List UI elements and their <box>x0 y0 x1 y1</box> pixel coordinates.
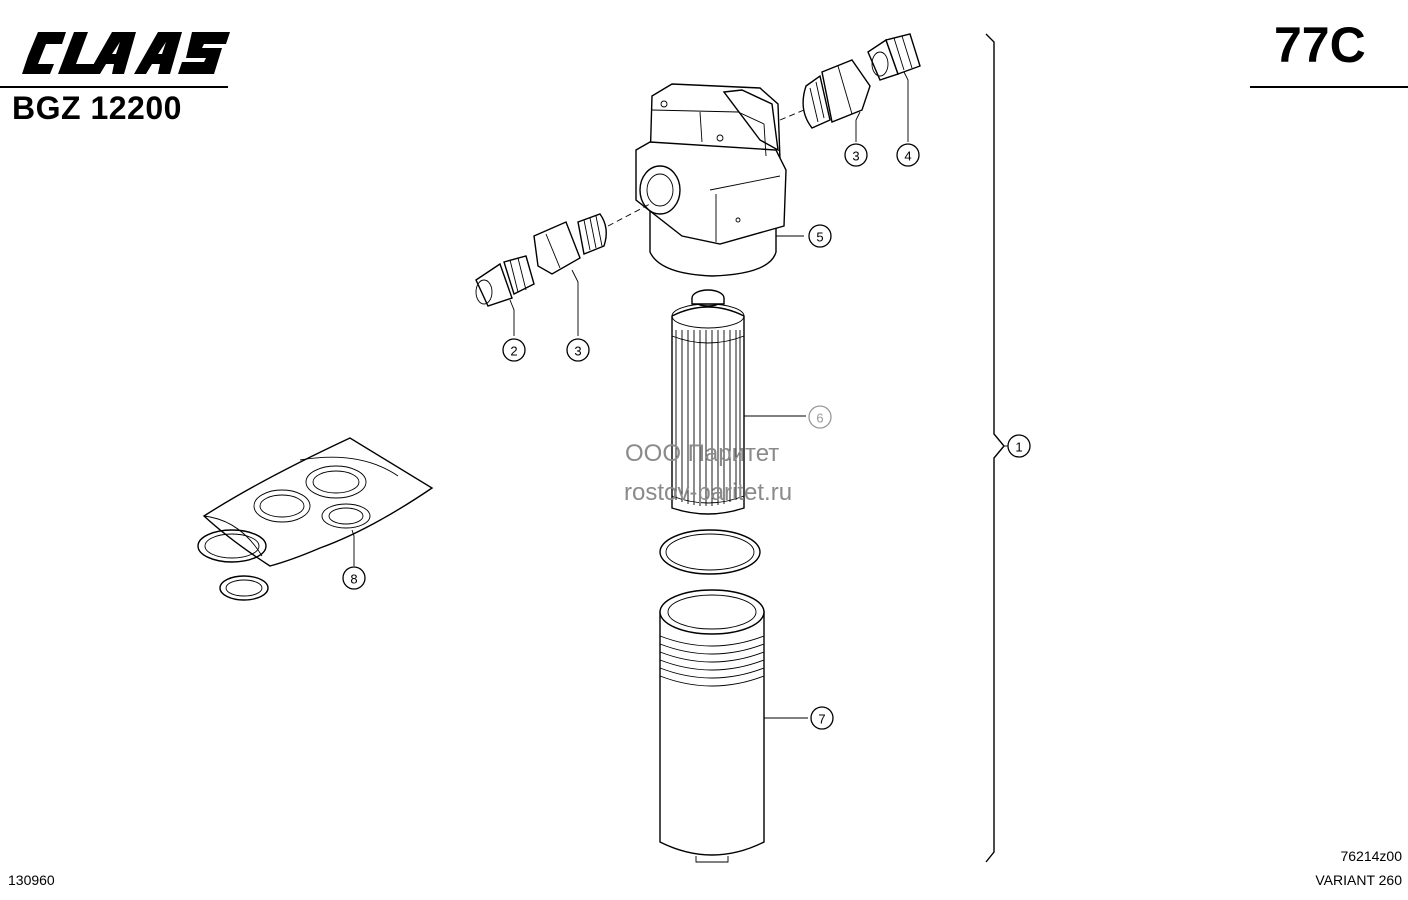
drawing-code: 76214z00 <box>1340 848 1402 864</box>
watermark-website: rostov-paritet.ru <box>624 479 793 506</box>
leader-lines <box>351 71 909 719</box>
fitting-right-3 <box>779 59 871 129</box>
header-left-rule <box>0 86 228 88</box>
callout-7: 7 <box>810 706 834 730</box>
callout-5: 5 <box>808 224 832 248</box>
fitting-left-3 <box>533 203 651 275</box>
filter-bowl <box>659 589 765 863</box>
callout-1: 1 <box>1007 434 1031 458</box>
fitting-right-4 <box>867 33 921 81</box>
watermark-company: ООО Паритет <box>625 440 780 467</box>
svg-text:3: 3 <box>574 344 581 359</box>
seal-kit-bag <box>197 437 434 601</box>
model-code: BGZ 12200 <box>12 90 182 126</box>
filter-head <box>635 83 787 277</box>
svg-text:5: 5 <box>816 230 823 245</box>
fitting-left-2 <box>475 255 535 307</box>
svg-text:6: 6 <box>816 411 823 426</box>
svg-text:7: 7 <box>818 712 825 727</box>
header-right-rule <box>1250 86 1408 88</box>
o-ring <box>659 529 761 575</box>
callout-4: 4 <box>896 143 920 167</box>
callout-3-right: 3 <box>844 143 868 167</box>
callout-6: 6 <box>808 405 832 429</box>
variant-label: VARIANT 260 <box>1315 872 1402 888</box>
callout-8: 8 <box>342 566 366 590</box>
filter-element <box>671 289 745 515</box>
callout-3-left: 3 <box>566 338 590 362</box>
page-code: 77C <box>1274 17 1366 73</box>
document-number: 130960 <box>8 872 55 888</box>
callout-2: 2 <box>502 338 526 362</box>
svg-text:2: 2 <box>510 344 517 359</box>
svg-text:3: 3 <box>852 149 859 164</box>
claas-logo <box>22 32 230 74</box>
assembly-bracket <box>985 33 1005 863</box>
svg-text:4: 4 <box>904 149 911 164</box>
svg-text:8: 8 <box>350 572 357 587</box>
svg-text:1: 1 <box>1015 440 1022 455</box>
